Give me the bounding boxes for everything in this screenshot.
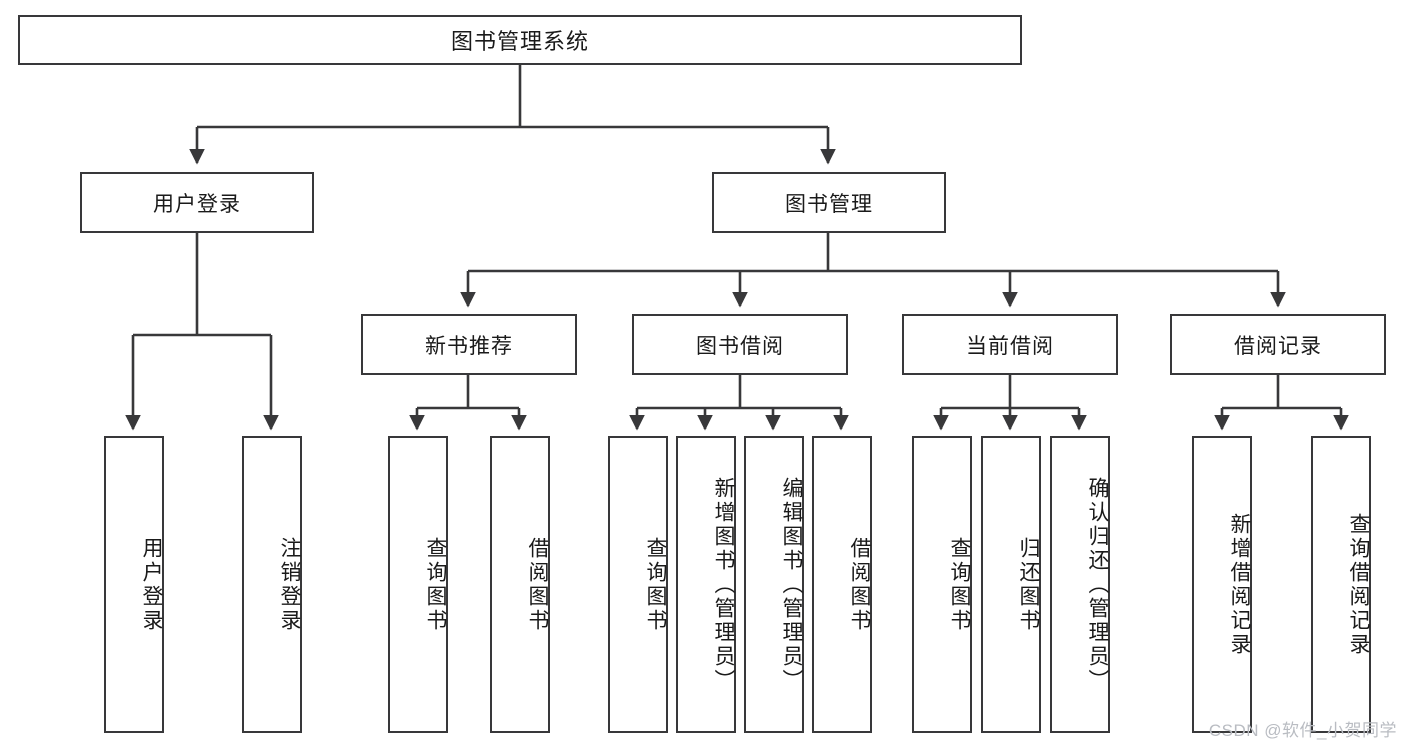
node-book-borrow[interactable]: 图书借阅	[632, 314, 848, 375]
leaf-recommend-borrow-book[interactable]: 借阅图书	[490, 436, 550, 733]
leaf-records-add-record[interactable]: 新增借阅记录	[1192, 436, 1252, 733]
leaf-user-login-logout[interactable]: 注销登录	[242, 436, 302, 733]
node-root-system[interactable]: 图书管理系统	[18, 15, 1022, 65]
leaf-recommend-query-book[interactable]: 查询图书	[388, 436, 448, 733]
node-new-book-recommend[interactable]: 新书推荐	[361, 314, 577, 375]
node-current-borrow[interactable]: 当前借阅	[902, 314, 1118, 375]
node-user-login[interactable]: 用户登录	[80, 172, 314, 233]
leaf-records-query-record[interactable]: 查询借阅记录	[1311, 436, 1371, 733]
leaf-borrow-borrow-book[interactable]: 借阅图书	[812, 436, 872, 733]
watermark-label: CSDN @软件_小贺同学	[1208, 721, 1397, 740]
leaf-borrow-edit-book-admin[interactable]: 编辑图书（管理员）	[744, 436, 804, 733]
node-borrow-records[interactable]: 借阅记录	[1170, 314, 1386, 375]
leaf-current-return-book[interactable]: 归还图书	[981, 436, 1041, 733]
leaf-current-confirm-return-admin[interactable]: 确认归还（管理员）	[1050, 436, 1110, 733]
node-book-management[interactable]: 图书管理	[712, 172, 946, 233]
leaf-borrow-query-book[interactable]: 查询图书	[608, 436, 668, 733]
leaf-borrow-add-book-admin[interactable]: 新增图书（管理员）	[676, 436, 736, 733]
leaf-user-login-login[interactable]: 用户登录	[104, 436, 164, 733]
leaf-current-query-book[interactable]: 查询图书	[912, 436, 972, 733]
